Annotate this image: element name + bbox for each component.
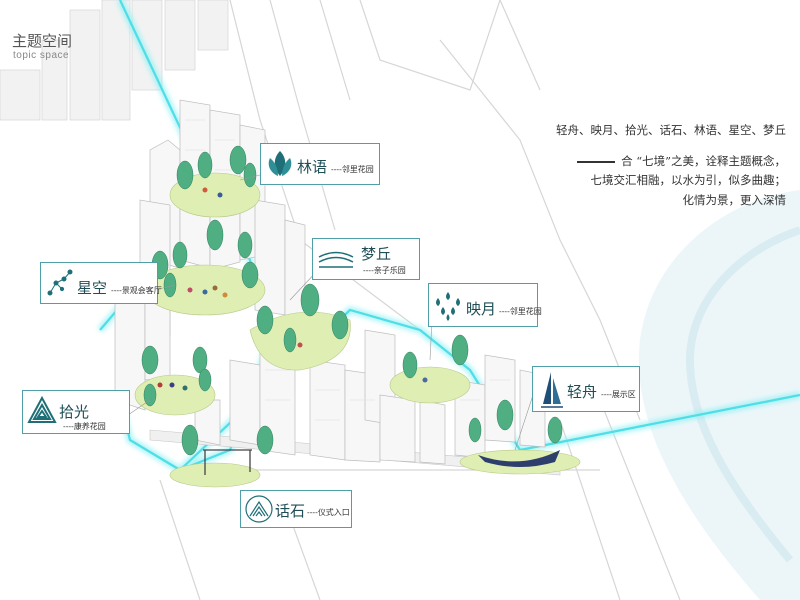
label-linyu-name: 林语 (297, 158, 328, 176)
leaf-icon (268, 151, 292, 176)
lawn-yingyue (389, 366, 471, 404)
label-linyu-sub: ----邻里花园 (331, 165, 374, 174)
description-line-1: 轻舟、映月、拾光、话石、林语、星空、梦丘 (556, 123, 786, 137)
triangle-icon (27, 395, 57, 423)
label-linyu: 林语 ----邻里花园 (260, 143, 380, 185)
label-xingkong-name: 星空 (77, 279, 108, 297)
lawn-huashi (169, 462, 261, 488)
label-mengqiu: 梦丘 ----亲子乐园 (312, 238, 420, 280)
label-huashi-sub: ----仪式入口 (307, 508, 350, 517)
entrance-gate (203, 449, 252, 475)
label-yingyue: 映月 ----邻里花园 (428, 283, 542, 327)
description-line-3: 七境交汇相融，以水为引，似多曲趣； (590, 173, 787, 187)
constellation-icon (47, 269, 73, 296)
lawn-mengqiu (249, 311, 351, 371)
label-qingzhou-name: 轻舟 (567, 383, 598, 401)
label-xingkong-sub: ----景观会客厅 (111, 286, 162, 295)
water-drops-icon (436, 292, 460, 321)
desc-dash (577, 161, 616, 163)
description-line-4: 化情为景，更入深情 (682, 193, 787, 207)
label-mengqiu-name: 梦丘 (361, 245, 392, 263)
label-xingkong: 星空 ----景观会客厅 (40, 262, 162, 304)
sail-icon (541, 372, 563, 408)
boat-sculpture (478, 450, 560, 467)
label-huashi-name: 话石 (275, 502, 306, 520)
page-title: 主题空间 (12, 32, 73, 50)
lawn-linyu (169, 172, 261, 218)
label-qingzhou: 轻舟 ----展示区 (532, 366, 640, 412)
label-shiguang-sub: ----康养花园 (63, 422, 106, 431)
label-yingyue-name: 映月 (466, 300, 497, 318)
label-mengqiu-sub: ----亲子乐园 (363, 266, 406, 275)
people-figures (157, 187, 428, 391)
lawn-shiguang (134, 374, 216, 416)
label-yingyue-sub: ----邻里花园 (499, 307, 542, 316)
distant-buildings (0, 0, 229, 121)
trees (141, 145, 563, 456)
stone-arches-icon (245, 495, 273, 523)
description-line-2-text: 合 “七境”之美，诠释主题概念， (621, 154, 786, 168)
page-subtitle: topic space (13, 50, 70, 61)
hill-lines-icon (318, 251, 354, 268)
label-shiguang: 拾光 ----康养花园 (22, 390, 130, 434)
water-swoosh (638, 190, 800, 600)
label-qingzhou-sub: ----展示区 (601, 390, 636, 399)
label-huashi: 话石 ----仪式入口 (240, 490, 352, 528)
label-shiguang-name: 拾光 (59, 403, 90, 421)
description-line-2: 合 “七境”之美，诠释主题概念， (577, 153, 786, 169)
